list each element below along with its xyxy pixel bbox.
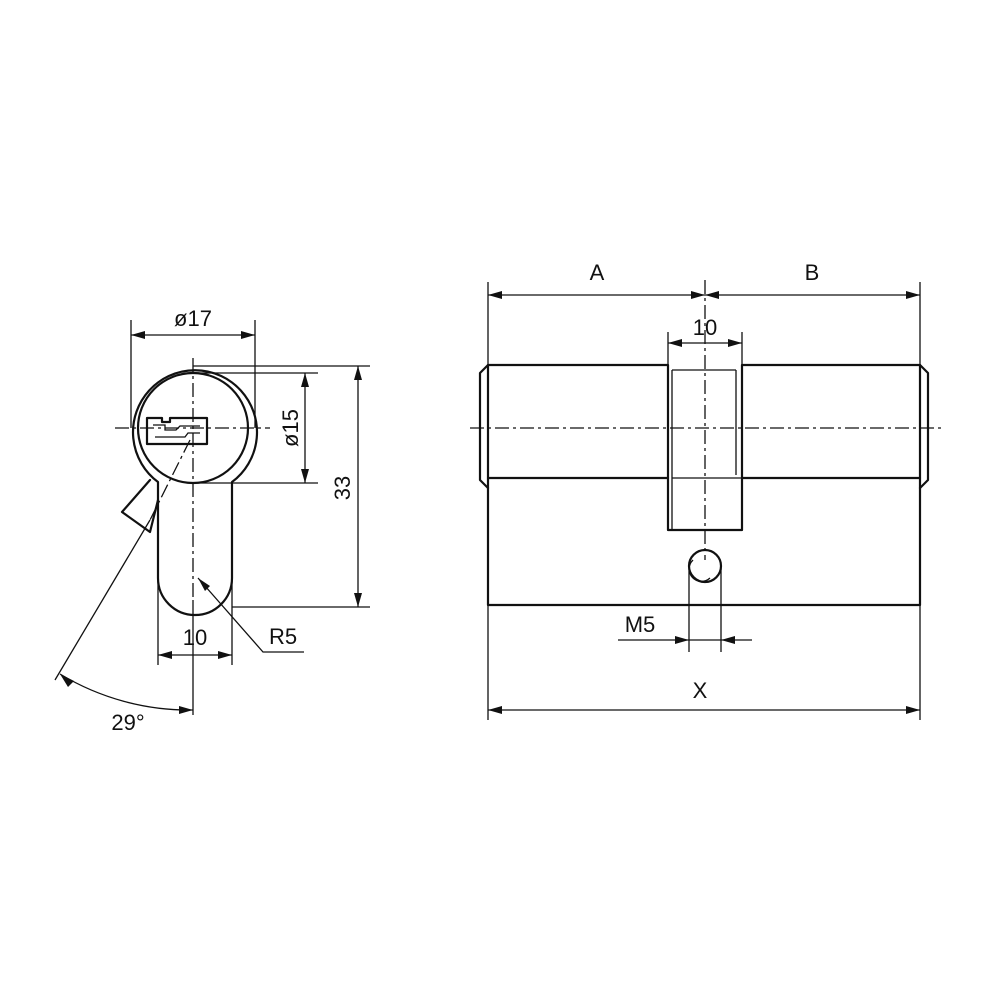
keyway-detail (153, 424, 200, 438)
label-diameter-17: ø17 (174, 306, 212, 331)
label-cam-width-10: 10 (183, 625, 207, 650)
screw-hole (687, 548, 723, 584)
label-center-width-10: 10 (693, 315, 717, 340)
label-radius-r5: R5 (269, 624, 297, 649)
label-angle-29: 29° (111, 710, 144, 735)
side-view: ø17 ø15 33 10 R5 29° (54, 306, 370, 735)
angle-extension-line (54, 519, 151, 681)
left-plug-bevel (478, 363, 490, 490)
front-view: A B 10 M5 X (470, 260, 942, 720)
keyway-outline (145, 416, 209, 446)
label-length-b: B (805, 260, 820, 285)
profile-outline (131, 369, 259, 617)
label-length-a: A (590, 260, 605, 285)
label-total-length-x: X (693, 678, 708, 703)
right-plug-bevel (918, 363, 930, 490)
leader-radius-r5 (197, 577, 304, 653)
cylinder-body (486, 363, 922, 607)
cam-nose (120, 478, 160, 534)
angle-arc-29 (59, 673, 194, 711)
label-height-33: 33 (330, 476, 355, 500)
label-screw-m5: M5 (625, 612, 656, 637)
angle-centerline (149, 439, 191, 521)
label-diameter-15: ø15 (278, 409, 303, 447)
